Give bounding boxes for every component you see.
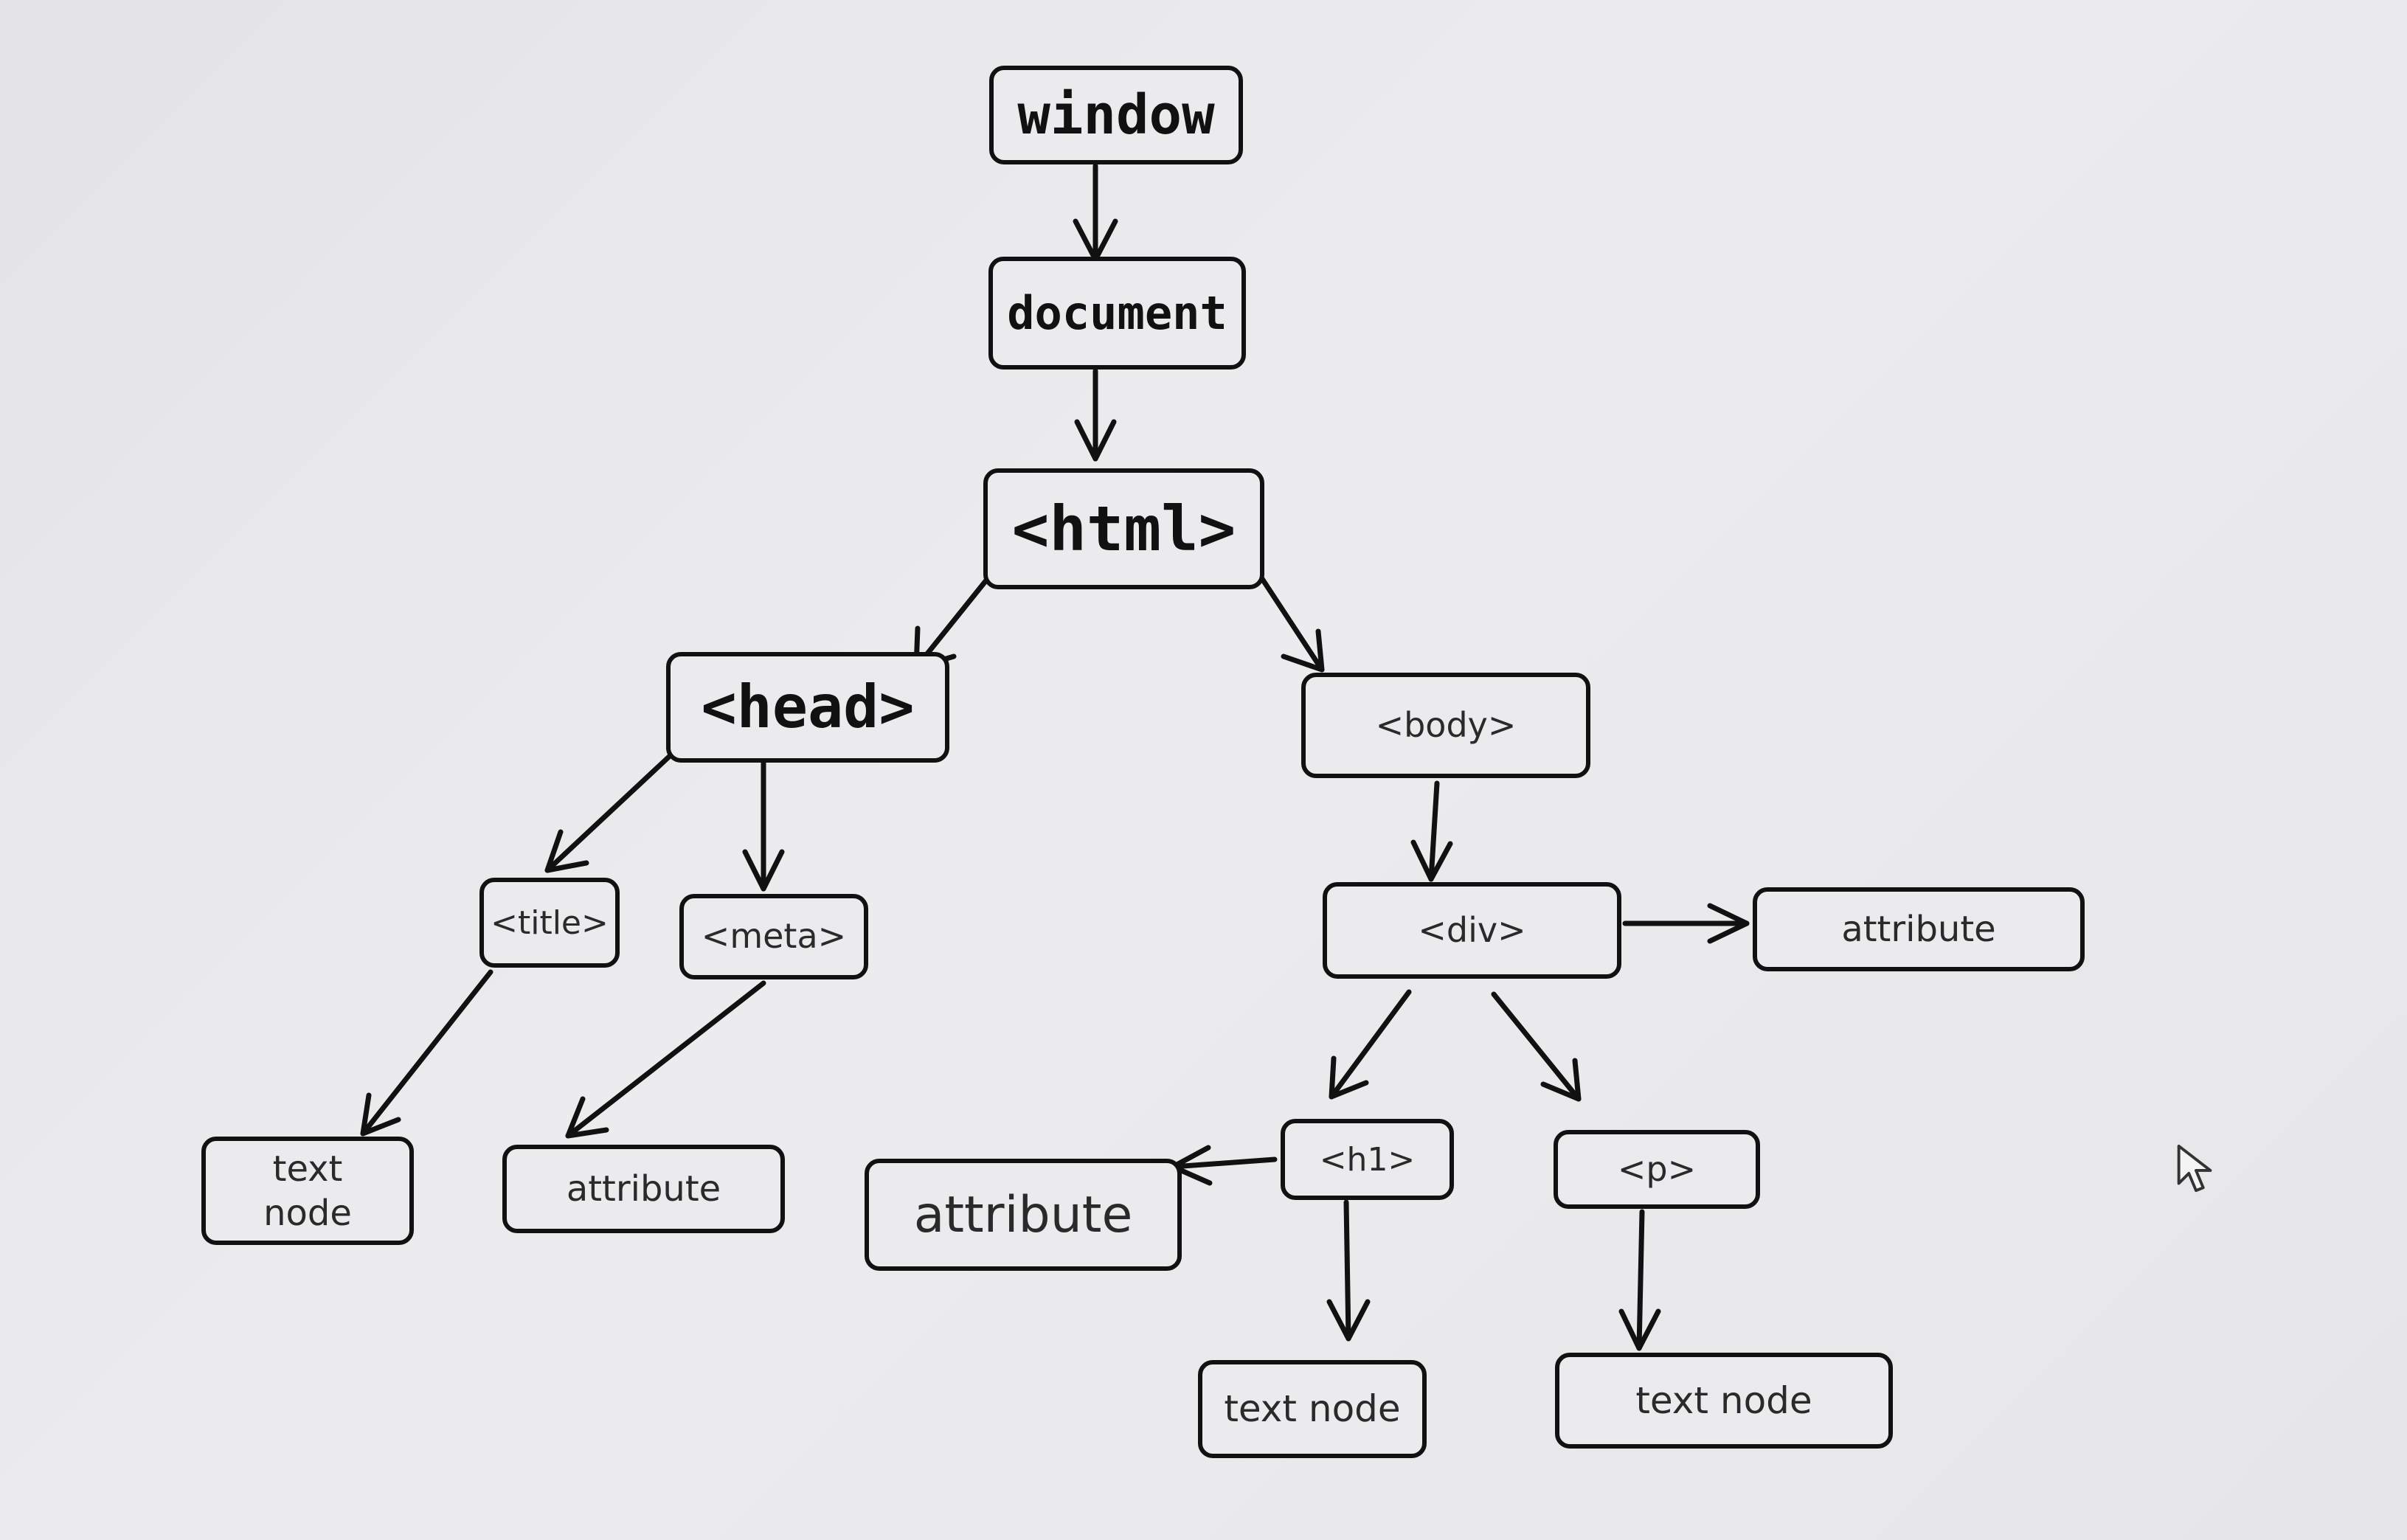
node-document: document — [988, 257, 1246, 370]
node-p-text-node: text node — [1555, 1353, 1893, 1449]
edge-title-textnode — [360, 969, 493, 1137]
node-body: <body> — [1301, 673, 1590, 778]
edge-head-meta — [742, 749, 785, 892]
edge-body-div — [1410, 780, 1453, 882]
edge-div-p — [1491, 991, 1582, 1102]
edge-window-document — [1073, 163, 1118, 263]
edge-head-title — [544, 753, 673, 873]
node-div: <div> — [1323, 882, 1621, 979]
node-head: <head> — [666, 652, 949, 763]
edge-meta-attribute — [565, 980, 766, 1139]
edge-document-html — [1074, 368, 1117, 462]
edge-div-attribute — [1622, 903, 1750, 944]
node-p: <p> — [1554, 1130, 1760, 1209]
node-html: <html> — [983, 468, 1264, 589]
node-h1: <h1> — [1281, 1119, 1454, 1200]
node-title-text-node: text node — [201, 1137, 414, 1245]
node-h1-text-node: text node — [1198, 1360, 1427, 1458]
node-meta-attribute: attribute — [502, 1145, 785, 1233]
node-meta: <meta> — [679, 894, 868, 979]
node-div-attribute: attribute — [1753, 887, 2085, 971]
edge-h1-textnode — [1326, 1199, 1371, 1342]
edge-p-textnode — [1618, 1209, 1661, 1351]
edge-h1-attribute — [1170, 1145, 1278, 1186]
edge-div-h1 — [1329, 989, 1412, 1100]
node-title: <title> — [479, 878, 620, 968]
node-h1-attribute: attribute — [865, 1159, 1182, 1271]
mouse-pointer-icon — [2177, 1144, 2212, 1193]
edge-html-body — [1251, 563, 1325, 673]
node-window: window — [989, 66, 1243, 164]
